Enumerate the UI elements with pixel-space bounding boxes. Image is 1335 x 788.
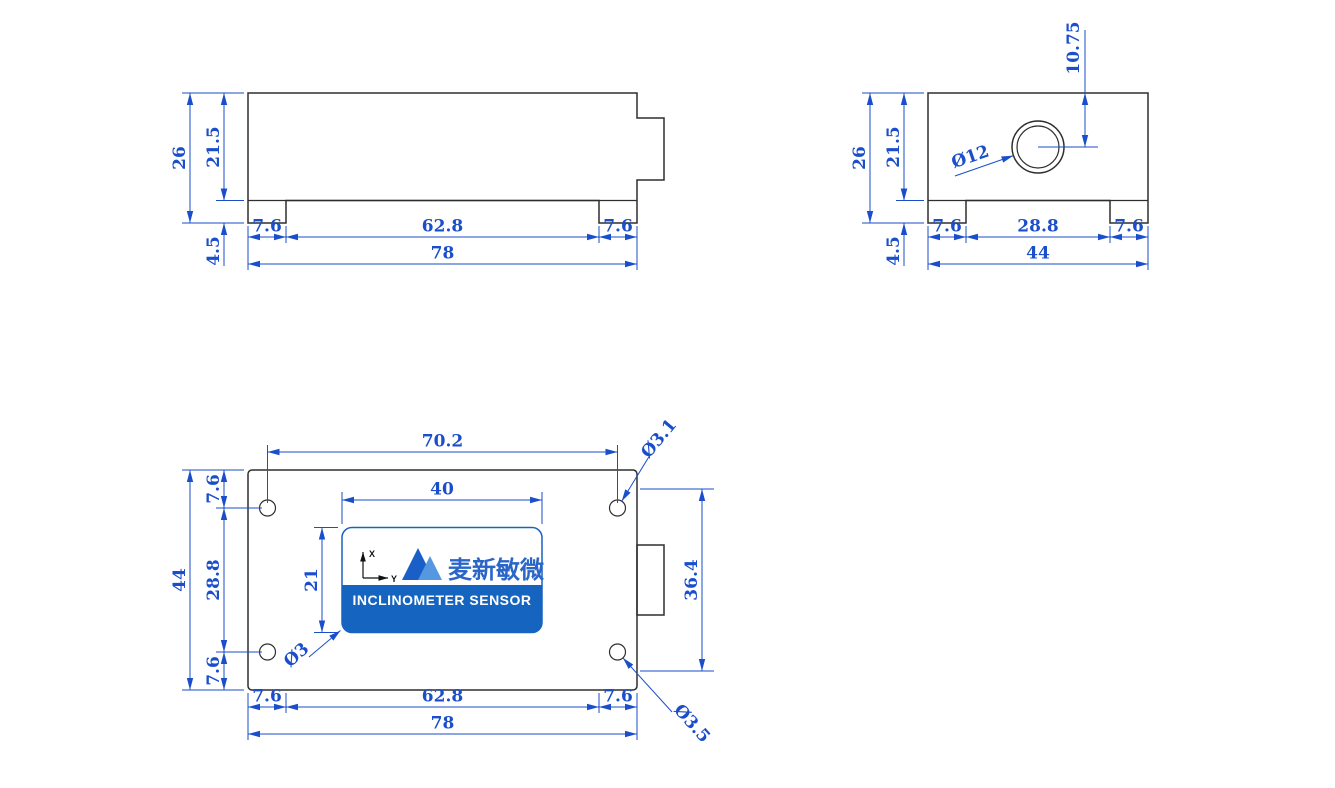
dim-top-hole-bottom-dia-leader (622, 657, 673, 713)
axis-y-label: Y (391, 574, 397, 584)
label-blue-band (342, 585, 542, 633)
top-connector (636, 544, 665, 616)
front-view-outline (247, 92, 665, 224)
dim-top-hole-top-dia-leader (621, 454, 651, 502)
dim-top-bottom-margin: 7.6 (204, 656, 224, 686)
dim-side-body-height: 21.5 (884, 126, 904, 167)
label-brand-name: 麦新敏微 (448, 556, 544, 584)
dim-top-bottom-span: 62.8 (422, 687, 463, 707)
dim-top-hole-span-x: 70.2 (422, 432, 463, 452)
dim-side-total-width: 44 (1026, 244, 1050, 264)
dim-top-label-hole-dia-leader (308, 630, 341, 658)
dim-front-base-height: 4.5 (204, 236, 224, 266)
mounting-hole-bottom-right (608, 643, 627, 661)
dim-top-bottom-right: 7.6 (603, 687, 633, 707)
dim-side-left-foot: 7.6 (932, 217, 962, 237)
side-extension-lines (862, 30, 1149, 270)
dim-top-label-height: 21 (302, 568, 322, 592)
dim-side-base-height: 4.5 (884, 236, 904, 266)
dim-side-right-foot: 7.6 (1114, 217, 1144, 237)
side-view: 26 21.5 4.5 10.75 Ø12 7.6 28.8 7.6 44 (850, 21, 1149, 270)
dim-side-hole-diameter: Ø12 (949, 142, 992, 173)
dim-top-label-hole-dia: Ø3 (280, 639, 313, 672)
top-extension-lines (182, 445, 714, 740)
dim-front-bottom-span: 62.8 (422, 217, 463, 237)
dim-top-bottom-left: 7.6 (252, 687, 282, 707)
axis-x-label: X (369, 549, 375, 559)
front-extension-lines (182, 92, 638, 270)
front-body-silhouette (247, 92, 665, 224)
product-label-plate: INCLINOMETER SENSOR 麦新敏微 X Y (341, 526, 544, 634)
dim-front-total-width: 78 (431, 244, 455, 264)
dim-top-top-margin: 7.6 (204, 474, 224, 504)
dim-top-hole-span-y: 28.8 (204, 559, 224, 600)
dim-top-connector-span: 36.4 (682, 559, 702, 601)
dim-top-total-width: 44 (170, 568, 190, 592)
dim-front-left-foot: 7.6 (252, 217, 282, 237)
front-view: 26 21.5 4.5 7.6 62.8 7.6 78 (170, 92, 665, 270)
top-view: INCLINOMETER SENSOR 麦新敏微 X Y 70.2 40 21 … (170, 415, 714, 747)
top-view-outline (247, 469, 665, 691)
label-product-name: INCLINOMETER SENSOR (352, 592, 531, 608)
side-view-dimensions: 26 21.5 4.5 10.75 Ø12 7.6 28.8 7.6 44 (850, 21, 1149, 270)
dim-side-hole-offset: 10.75 (1064, 21, 1084, 74)
dim-front-total-height: 26 (170, 146, 190, 170)
brand-logo-icon (402, 548, 442, 580)
dim-front-right-foot: 7.6 (603, 217, 633, 237)
dim-side-hole-dia-leader (954, 155, 1014, 177)
dim-top-hole-bottom-dia: Ø3.5 (669, 700, 714, 746)
dim-front-body-height: 21.5 (204, 126, 224, 167)
dim-top-total-length: 78 (431, 714, 455, 734)
front-view-dimensions: 26 21.5 4.5 7.6 62.8 7.6 78 (170, 92, 638, 270)
dim-top-hole-top-dia: Ø3.1 (637, 415, 681, 462)
dim-top-label-width: 40 (430, 480, 454, 500)
axis-indicator-icon: X Y (360, 549, 397, 584)
dim-side-bottom-span: 28.8 (1017, 217, 1058, 237)
logo-triangle-light (418, 556, 442, 580)
dim-side-total-height: 26 (850, 146, 870, 170)
